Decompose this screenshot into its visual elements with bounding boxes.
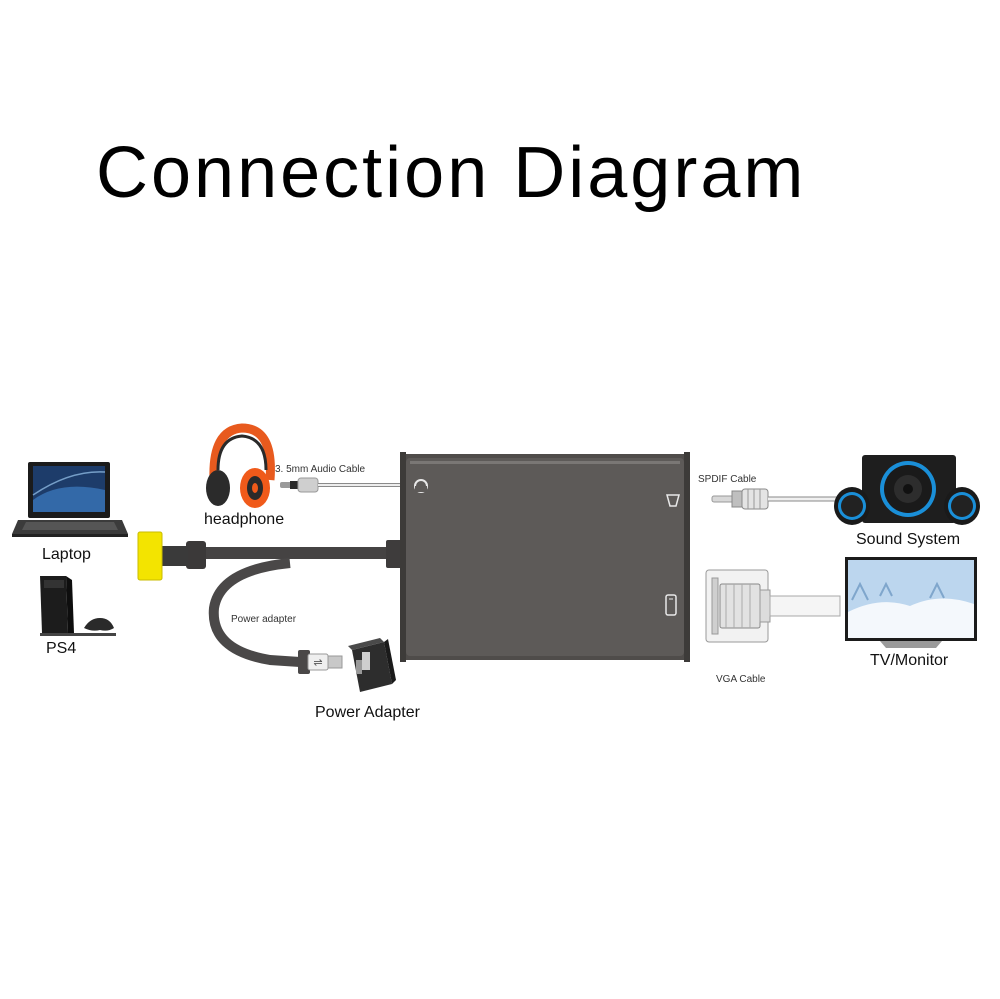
laptop-label: Laptop (42, 546, 91, 563)
hdmi-cable (137, 531, 404, 581)
vga-port-icon (665, 594, 677, 616)
page-title: Connection Diagram (96, 133, 807, 213)
audio-cable (280, 477, 412, 493)
usb-symbol-icon: ⇌ (313, 657, 322, 669)
wall-adapter-icon (348, 638, 396, 692)
tv-monitor-label: TV/Monitor (870, 652, 949, 669)
headphone-label: headphone (204, 511, 285, 528)
vga-cable-label: VGA Cable (716, 674, 766, 685)
sound-system-label: Sound System (856, 531, 961, 548)
power-cable-label: Power adapter (231, 614, 297, 625)
audio-cable-label: 3. 5mm Audio Cable (275, 464, 366, 475)
spdif-cable (711, 488, 840, 510)
laptop-icon (12, 462, 128, 537)
ps4-icon (40, 576, 116, 636)
power-adapter-label: Power Adapter (315, 704, 420, 721)
hdmi-plug (137, 531, 163, 581)
spdif-cable-label: SPDIF Cable (698, 474, 757, 485)
headphone-icon (206, 423, 275, 508)
vga-cable (705, 569, 841, 643)
ps4-label: PS4 (46, 640, 77, 657)
sound-system-icon (834, 455, 980, 525)
power-cable: ⇌ (208, 558, 343, 674)
spdif-port-icon (666, 494, 680, 507)
converter-box (400, 452, 690, 662)
tv-monitor-icon (845, 557, 977, 648)
